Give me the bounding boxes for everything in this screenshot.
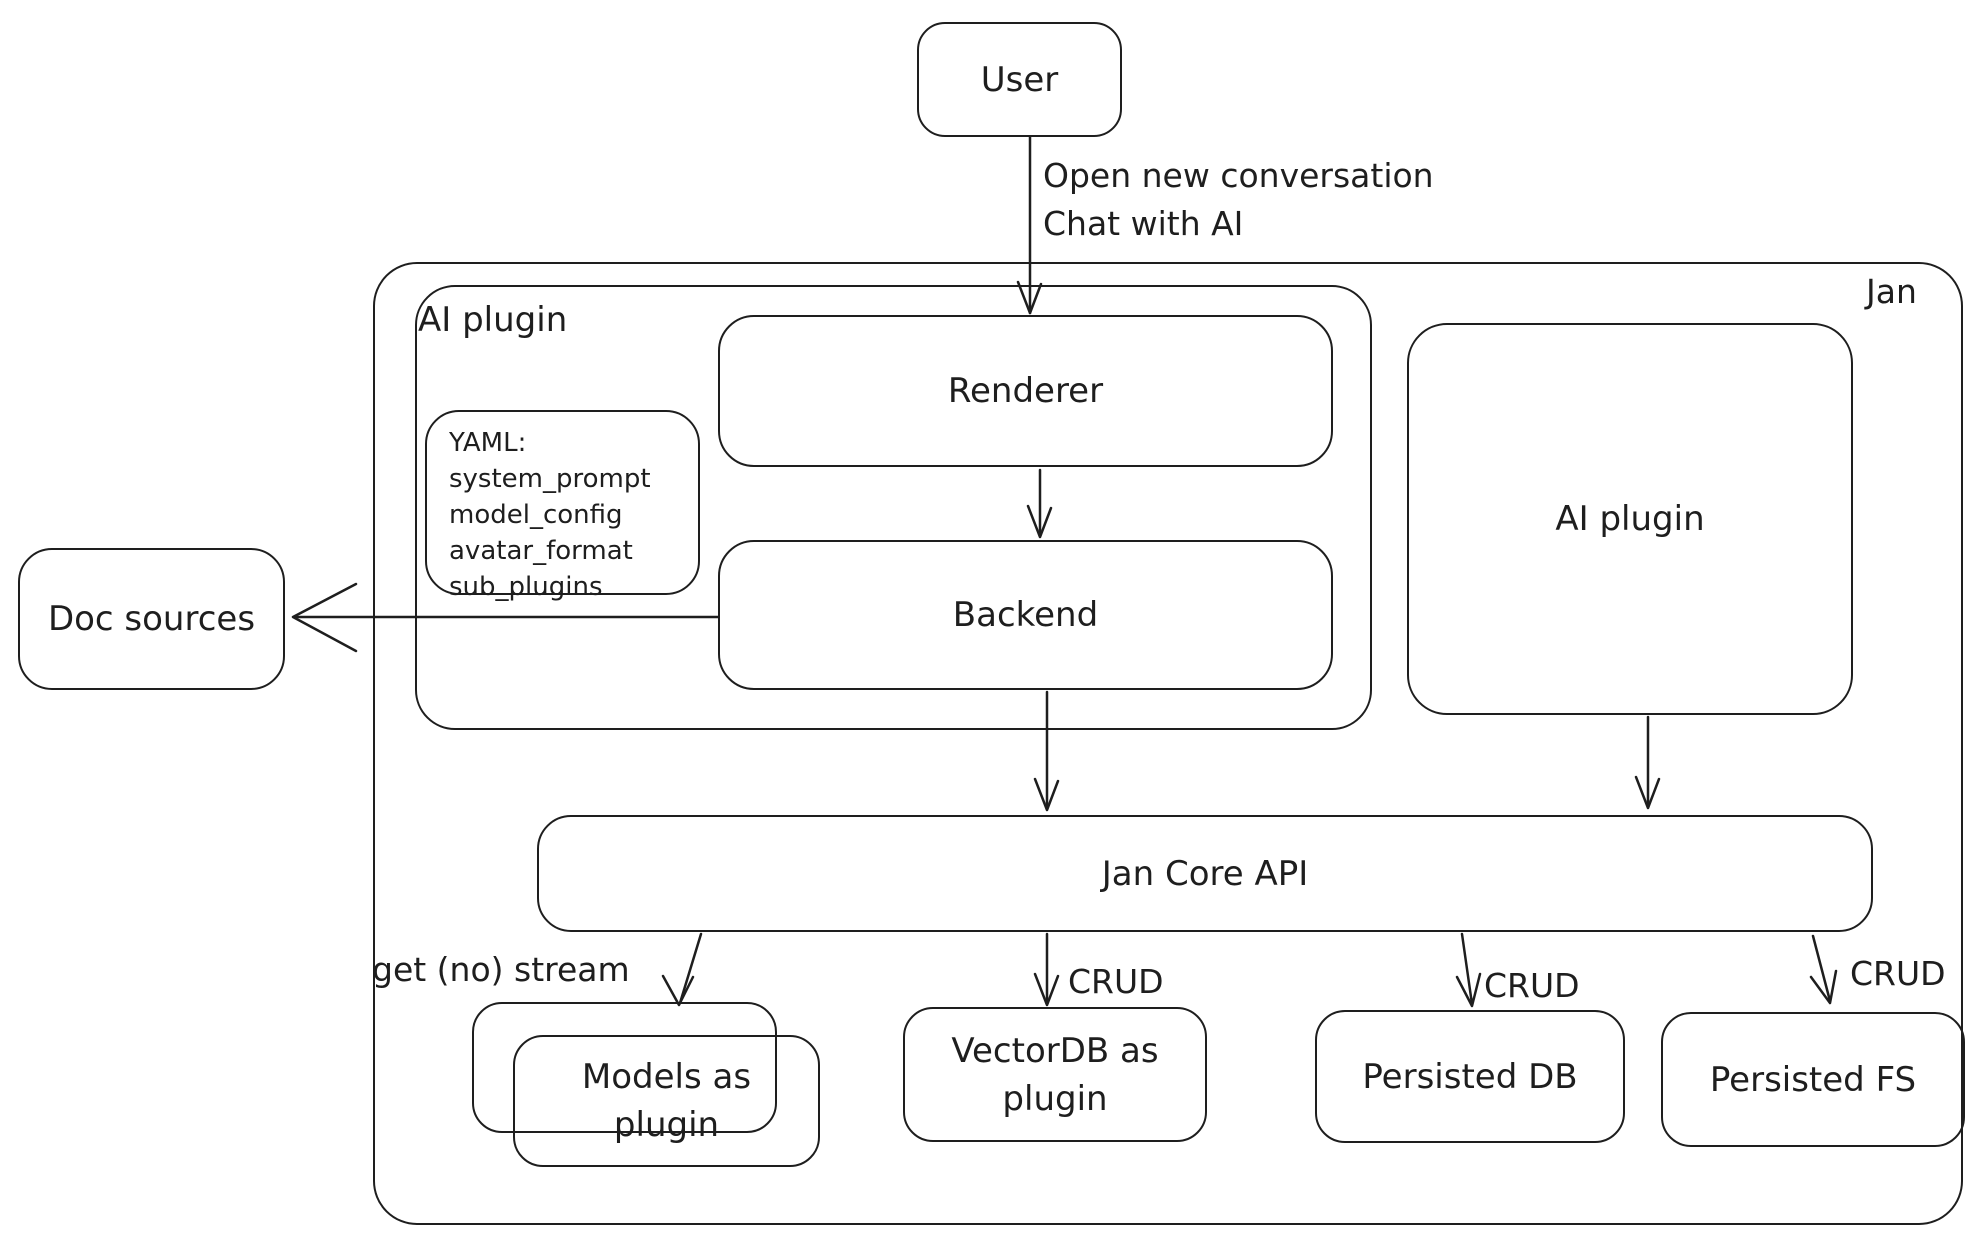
node-ai-plugin-right-label: AI plugin [1555, 499, 1705, 539]
node-models-as-plugin-label: Models as plugin [581, 1057, 752, 1145]
node-backend-label: Backend [952, 595, 1099, 635]
node-jan-container [373, 262, 1963, 1225]
node-models-as-plugin-outer [472, 1002, 777, 1133]
node-jan-core-api: Jan Core API [537, 815, 1873, 932]
node-models-as-plugin: Models as plugin [513, 1035, 820, 1167]
node-persisted-db-label: Persisted DB [1362, 1056, 1578, 1097]
node-jan-label: Jan [1866, 272, 1917, 311]
node-vectordb-as-plugin-label: VectorDB as plugin [951, 1030, 1159, 1119]
node-ai-plugin-right: AI plugin [1407, 323, 1853, 715]
edge-label-crud-vectordb: CRUD [1068, 962, 1164, 1001]
node-persisted-fs-label: Persisted FS [1709, 1059, 1917, 1100]
node-ai-plugin-left-label: AI plugin [418, 300, 568, 340]
node-persisted-fs: Persisted FS [1661, 1012, 1965, 1147]
node-doc-sources-label: Doc sources [47, 599, 256, 639]
edge-label-crud-persisted-fs: CRUD [1850, 954, 1946, 993]
node-renderer-label: Renderer [947, 371, 1104, 411]
node-user: User [917, 22, 1122, 137]
node-renderer: Renderer [718, 315, 1333, 467]
edge-label-crud-persisted-db: CRUD [1484, 966, 1580, 1005]
node-vectordb-as-plugin: VectorDB as plugin [903, 1007, 1207, 1142]
node-jan-core-api-label: Jan Core API [1101, 853, 1309, 894]
node-backend: Backend [718, 540, 1333, 690]
edge-label-get-no-stream: get (no) stream [372, 950, 630, 989]
node-user-label: User [980, 59, 1059, 100]
node-yaml-note: YAML: system_prompt model_config avatar_… [425, 410, 700, 602]
edge-label-open-chat: Open new conversation Chat with AI [1043, 156, 1434, 243]
node-persisted-db: Persisted DB [1315, 1010, 1625, 1143]
node-yaml-note-text: YAML: system_prompt model_config avatar_… [449, 428, 651, 602]
node-ai-plugin-left-container [415, 285, 1372, 730]
node-doc-sources: Doc sources [18, 548, 285, 690]
